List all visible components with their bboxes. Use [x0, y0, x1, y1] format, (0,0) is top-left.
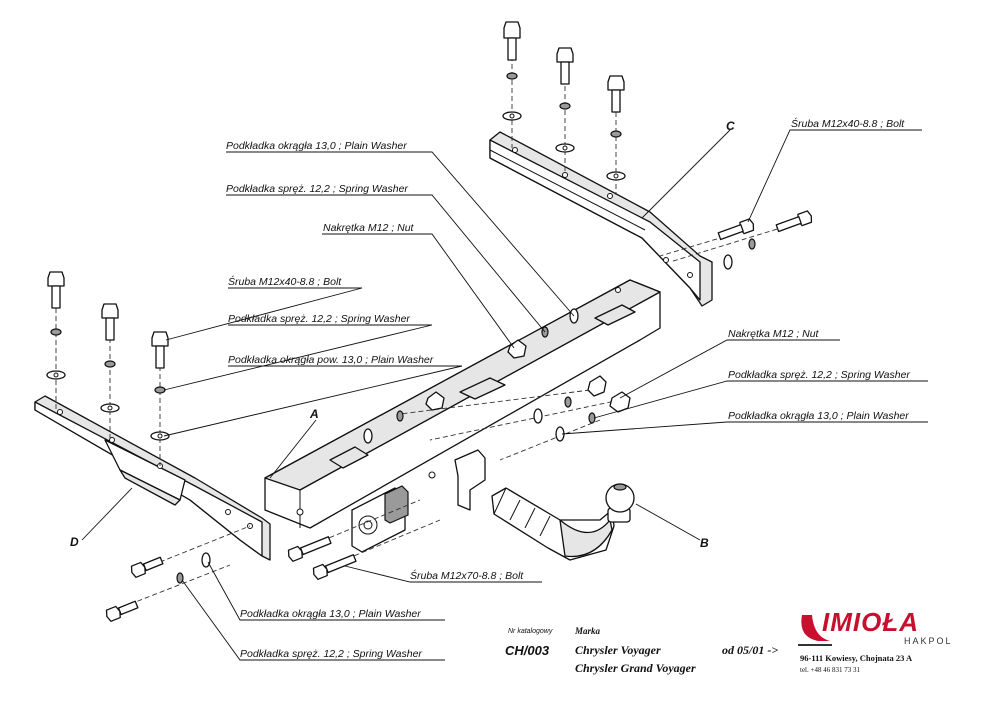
bolt-icon	[151, 331, 169, 369]
label-spring-right: Podkładka spręż. 12,2 ; Spring Washer	[728, 369, 910, 381]
model-name-2: Chrysler Grand Voyager	[575, 661, 696, 675]
letter-b: B	[700, 536, 709, 550]
bolt-icon	[105, 600, 139, 622]
model-name-1: Chrysler Voyager	[575, 643, 661, 657]
bolt-icon	[775, 210, 813, 233]
tow-ball-b	[491, 483, 635, 561]
leader-lines	[81, 129, 928, 661]
label-washer-left: Podkładka okrągła pow. 13,0 ; Plain Wash…	[228, 354, 434, 366]
logo-subtitle: HAKPOL	[904, 636, 953, 646]
label-washer-right: Podkładka okrągła 13,0 ; Plain Washer	[728, 410, 909, 422]
logo-name: IMIOŁA	[822, 607, 919, 637]
bolt-icon	[130, 556, 164, 578]
catalog-number: CH/003	[505, 643, 550, 658]
label-spring-top: Podkładka spręż. 12,2 ; Spring Washer	[226, 183, 408, 195]
catalog-label: Nr katalogowy	[508, 628, 553, 635]
bolt-icon	[607, 75, 625, 113]
label-spring-left: Podkładka spręż. 12,2 ; Spring Washer	[228, 313, 410, 325]
bolt-icon	[101, 303, 119, 341]
fasteners-bottom	[105, 536, 357, 622]
label-washer-bottom: Podkładka okrągła 13,0 ; Plain Washer	[240, 608, 421, 620]
logo-swoosh-icon	[798, 615, 832, 646]
letter-d: D	[70, 535, 79, 549]
label-bolt-bottom: Śruba M12x70-8.8 ; Bolt	[410, 569, 524, 582]
label-nut-top: Nakrętka M12 ; Nut	[323, 222, 415, 234]
fasteners-centre	[363, 308, 579, 444]
bolt-icon	[287, 536, 332, 562]
bolt-icon	[556, 47, 574, 85]
bolt-stack-d	[46, 271, 170, 441]
label-bolt-left: Śruba M12x40-8.8 ; Bolt	[228, 275, 342, 288]
bracket-c	[489, 131, 713, 307]
bolt-stack-c	[502, 21, 626, 181]
fasteners-right	[533, 210, 813, 442]
bolt-icon	[312, 554, 357, 580]
part-labels: Podkładka okrągła 13,0 ; Plain Washer Po…	[70, 117, 910, 660]
bracket-d	[34, 395, 271, 561]
bolt-icon	[47, 271, 65, 309]
label-nut-right: Nakrętka M12 ; Nut	[728, 328, 820, 340]
manufacturer-logo: IMIOŁA HAKPOL 96-111 Kowiesy, Chojnata 2…	[796, 605, 976, 685]
bolt-icon	[717, 218, 755, 241]
letter-c: C	[726, 119, 735, 133]
label-washer-top: Podkładka okrągła 13,0 ; Plain Washer	[226, 140, 407, 152]
bolt-icon	[503, 21, 521, 61]
letter-a: A	[309, 407, 319, 421]
brand-label: Marka	[575, 626, 601, 636]
production-from-date: od 05/01 ->	[722, 643, 779, 657]
socket-plate	[351, 449, 486, 553]
company-phone: tel. +48 46 831 73 31	[800, 666, 860, 674]
company-address: 96-111 Kowiesy, Chojnata 23 A	[800, 653, 913, 663]
label-spring-bottom: Podkładka spręż. 12,2 ; Spring Washer	[240, 648, 422, 660]
label-bolt-right: Śruba M12x40-8.8 ; Bolt	[791, 117, 905, 130]
